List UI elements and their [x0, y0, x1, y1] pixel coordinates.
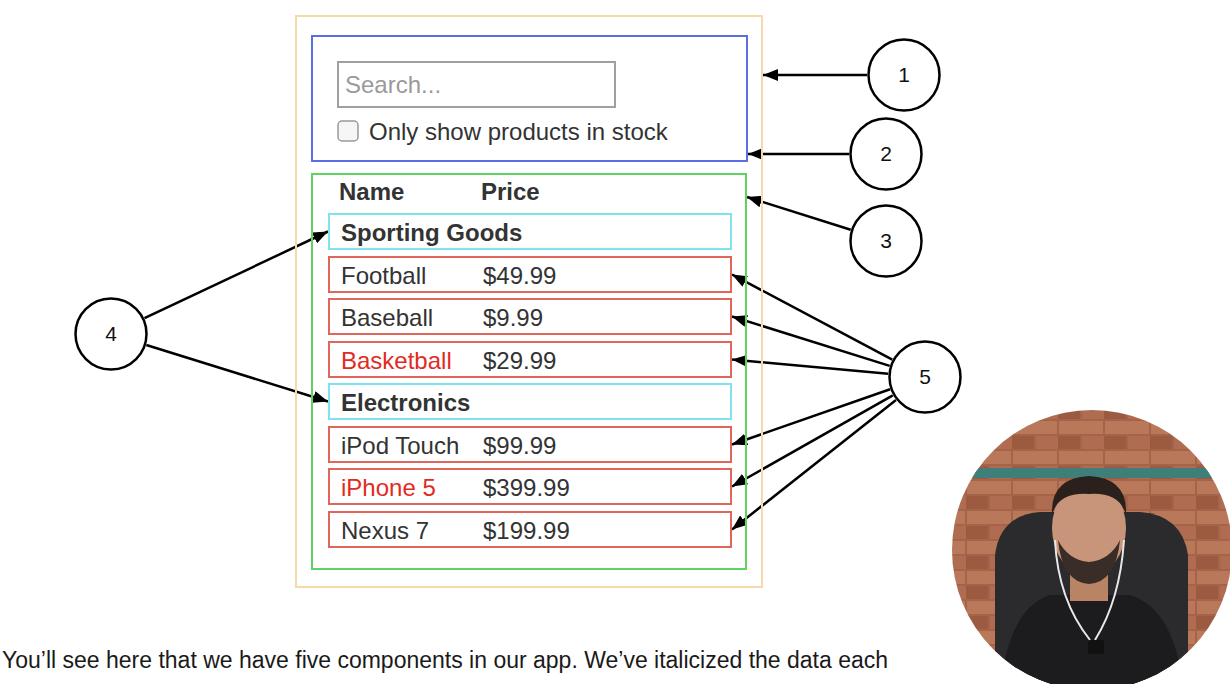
- product-row: iPod Touch $99.99: [328, 426, 732, 463]
- person-beard: [1058, 540, 1120, 584]
- callout-arrow: [748, 153, 849, 156]
- search-bar-box: Only show products in stock Search...: [311, 35, 748, 162]
- product-table-box: Name PriceSporting GoodsFootball $49.99Bas…: [311, 173, 747, 570]
- item-label: Football: [341, 262, 426, 290]
- microphone: [1088, 640, 1104, 654]
- item-label: iPod Touch: [341, 432, 459, 460]
- callout-arrow: [763, 74, 867, 77]
- item-value: $49.99: [483, 262, 556, 290]
- callout-circle-outline: [869, 40, 940, 111]
- item-label: Search...: [345, 71, 441, 99]
- item-label: Only show products in stock: [369, 118, 668, 146]
- item-value: $199.99: [483, 517, 570, 545]
- callout-arrow: [732, 275, 892, 360]
- person-body: [1000, 595, 1184, 684]
- callout-circle-outline: [76, 299, 147, 370]
- item-label: iPhone 5: [341, 474, 436, 502]
- callout-circle-outline: [890, 342, 961, 413]
- item-label: Name: [339, 178, 404, 206]
- callout-number: 4: [74, 297, 148, 371]
- callout-number: 3: [849, 204, 923, 278]
- earphone-wire: [1055, 540, 1124, 640]
- category-row: Sporting Goods: [328, 213, 732, 250]
- item-label: Baseball: [341, 304, 433, 332]
- callout-arrow: [145, 232, 329, 319]
- item-label: Nexus 7: [341, 517, 429, 545]
- item-label: Sporting Goods: [341, 219, 522, 247]
- callout-number: 1: [898, 63, 910, 87]
- callout-number: 3: [880, 229, 892, 253]
- callout-arrow: [732, 317, 890, 366]
- callout-circle-outline: [851, 206, 922, 277]
- video-subtitle: You’ll see here that we have five compon…: [2, 647, 888, 674]
- product-row: Nexus 7 $199.99: [328, 511, 732, 548]
- callout-arrow: [146, 345, 328, 402]
- category-row: Electronics: [328, 383, 732, 420]
- product-row: iPhone 5 $399.99: [328, 468, 732, 505]
- callout-number: 5: [888, 340, 962, 414]
- item-value: Price: [481, 178, 540, 206]
- callout-arrow: [732, 395, 893, 486]
- item-value: $29.99: [483, 347, 556, 375]
- callout-number: 5: [919, 365, 931, 389]
- callout-arrow: [732, 400, 896, 530]
- person-hair: [1052, 476, 1126, 515]
- callout-arrow: [732, 360, 888, 374]
- item-value: $399.99: [483, 474, 570, 502]
- product-row: Basketball $29.99: [328, 341, 732, 378]
- callout-number: 2: [849, 117, 923, 191]
- product-row: Football $49.99: [328, 256, 732, 293]
- callout-number: 1: [867, 38, 941, 112]
- item-value: $99.99: [483, 432, 556, 460]
- app-container: Only show products in stock Search... Name…: [295, 15, 763, 588]
- item-label: Electronics: [341, 389, 470, 417]
- callout-arrow: [732, 389, 890, 444]
- webcam-overlay: [950, 408, 1230, 684]
- item-label: Basketball: [341, 347, 452, 375]
- callout-number: 2: [880, 142, 892, 166]
- callout-number: 4: [105, 322, 117, 346]
- product-row: Baseball $9.99: [328, 298, 732, 335]
- search-input: Search...: [337, 61, 616, 108]
- callout-circle-outline: [851, 119, 922, 190]
- checkbox: [338, 121, 358, 141]
- item-value: $9.99: [483, 304, 543, 332]
